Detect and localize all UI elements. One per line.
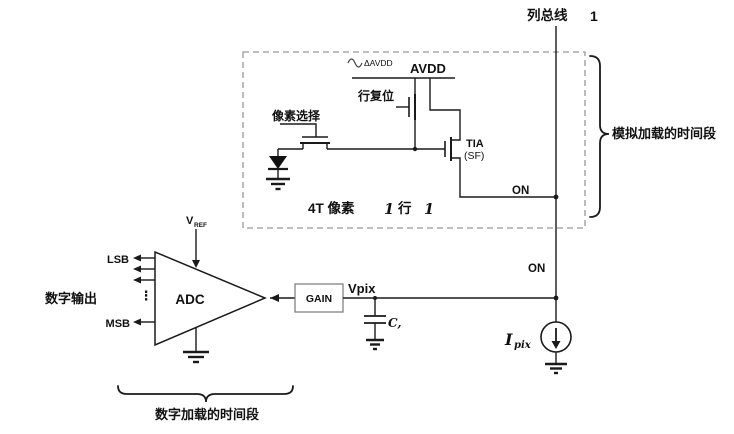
vref-label: V [186,215,194,227]
column-bus-wire [553,26,559,322]
on-upper-label: ON [512,185,529,197]
row-reset-label: 行复位 [357,88,394,103]
vref-arrow [192,229,200,268]
sampling-capacitor [364,296,386,351]
ground-symbol [266,177,290,191]
junction-dot [412,146,418,152]
delta-avdd-label: ΔAVDD [364,58,393,68]
pixel-dashed-box [242,51,586,229]
ground-symbol [366,338,384,351]
digital-output-label: 数字输出 [45,291,97,306]
pixel-select-label: 像素选择 [272,108,321,123]
pixel-caption-num1: 1 [384,201,394,218]
ground-symbol [183,327,209,364]
sf-label: (SF) [464,150,484,162]
pixel-caption-row: 行 [397,200,412,216]
gain-block [294,283,344,313]
avdd-rail [347,58,455,79]
pixel-caption-num2: 1 [424,201,434,218]
analog-period-brace [589,55,610,218]
gain-label: GAIN [306,293,332,305]
ground-symbol [545,362,567,375]
vpix-label: Vpix [348,281,376,296]
bit-dots: ⋮ [140,288,153,303]
gain-input-arrow [270,294,295,302]
sine-wave-icon [347,58,363,68]
current-arrow-icon [551,341,561,349]
ipix-label: I [504,330,513,349]
avdd-label: AVDD [410,61,446,76]
floating-diffusion-wire [278,146,445,152]
digital-period-brace [117,385,294,403]
adc-output-arrows [133,254,155,326]
pixel-current-source [540,321,572,375]
photodiode [266,149,290,191]
tia-label: TIA [466,138,484,150]
adc-block [133,229,267,364]
digital-period-label: 数字加载的时间段 [155,407,259,422]
on-lower-label: ON [528,263,545,275]
row-reset-transistor [396,78,416,149]
lsb-label: LSB [107,254,129,266]
column-bus-number: 1 [590,8,598,24]
ipix-subscript: pix [514,340,532,351]
adc-label: ADC [175,292,204,307]
column-bus-label: 列总线 [527,7,568,23]
pixel-caption-4t: 4T 像素 [308,200,355,216]
analog-period-label: 模拟加载的时间段 [612,126,716,141]
pixel-select-transistor [280,123,330,149]
msb-label: MSB [106,318,131,330]
capacitor-label: C, [388,316,402,330]
vref-subscript: REF [194,222,207,229]
source-follower-transistor [429,78,556,198]
